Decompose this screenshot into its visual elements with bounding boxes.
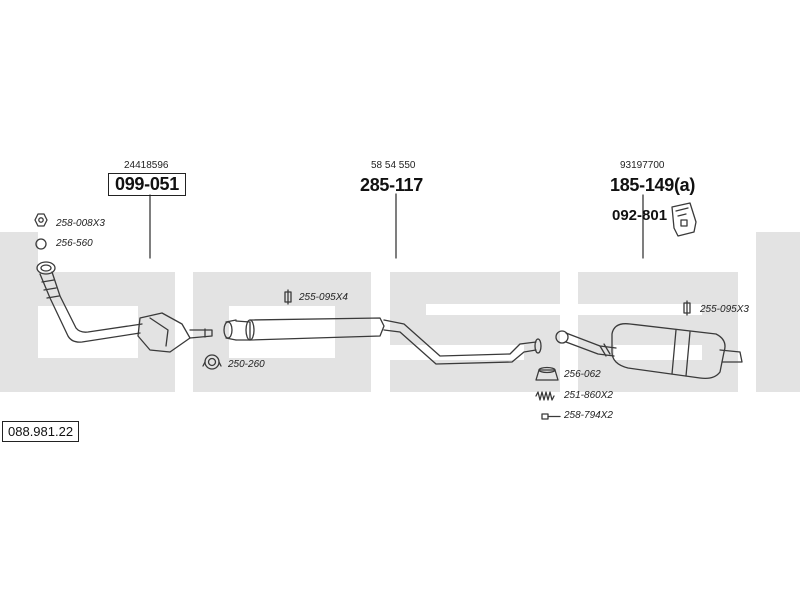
bolt-icon [541,413,561,420]
rear-muffler-drawing [555,323,743,380]
part-number-bracket[interactable]: 092-801 [612,207,668,224]
oe-number: 58 54 550 [371,160,416,171]
o-ring-icon [35,238,47,250]
reference-number: 088.981.22 [2,421,80,442]
sealing-ring-icon [535,366,559,381]
nut-icon [34,213,48,227]
mounting-bracket-icon [671,202,697,237]
part-number-center-pipe[interactable]: 285-117 [360,175,423,195]
clamp-icon [683,300,691,316]
accessory-label[interactable]: 250-260 [228,359,265,370]
accessory-label[interactable]: 255-095X4 [299,292,348,303]
part-number-rear-muffler[interactable]: 185-149(a) [610,175,696,195]
part-number-front-pipe[interactable]: 099-051 [108,173,186,196]
accessory-label[interactable]: 256-062 [564,369,601,380]
center-pipe-resonator-drawing [223,317,542,365]
clamp-icon [284,289,292,305]
accessory-label[interactable]: 251-860X2 [564,390,613,401]
accessory-label[interactable]: 258-008X3 [56,218,105,229]
spring-icon [535,391,555,401]
oe-number: 93197700 [620,160,665,171]
gasket-ring-icon [202,354,222,370]
oe-number: 24418596 [124,160,169,171]
accessory-label[interactable]: 255-095X3 [700,304,749,315]
accessory-label[interactable]: 258-794X2 [564,410,613,421]
accessory-label[interactable]: 256-560 [56,238,93,249]
front-pipe-catalyst-drawing [36,261,213,353]
